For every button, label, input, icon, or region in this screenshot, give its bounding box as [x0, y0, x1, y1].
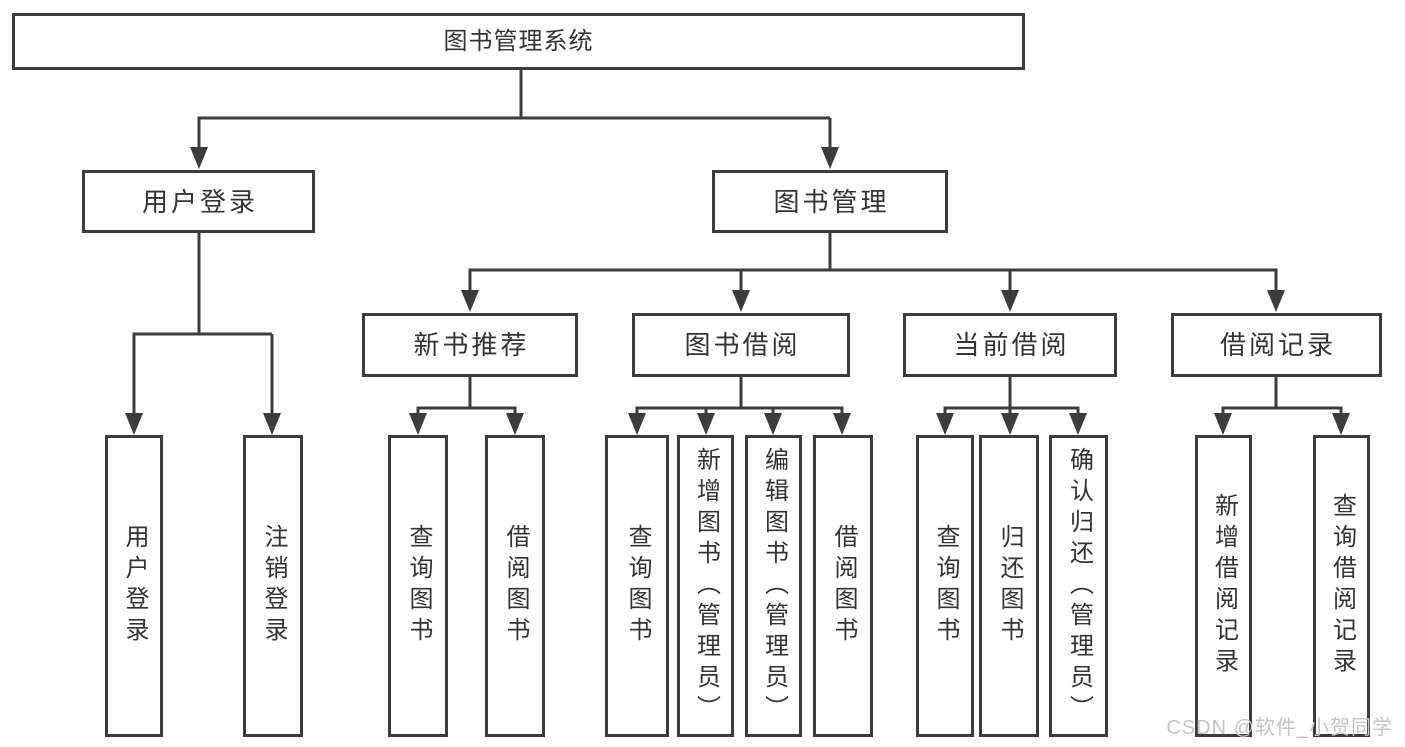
node-borrow-records-label: 借阅记录	[1219, 330, 1336, 360]
node-current-borrow-label: 当前借阅	[953, 330, 1070, 360]
leaf-query-books-borrow: 查询图书	[605, 435, 669, 737]
arrowheads	[125, 147, 1350, 435]
leaf-add-books-admin: 新增图书（管理员）	[677, 435, 734, 737]
node-book-management: 图书管理	[712, 170, 948, 233]
leaf-return-books: 归还图书	[979, 435, 1039, 737]
node-book-borrow-label: 图书借阅	[684, 330, 801, 360]
node-user-login-label: 用户登录	[141, 186, 258, 217]
node-user-login: 用户登录	[82, 170, 315, 233]
leaf-query-books-recommend: 查询图书	[388, 435, 448, 737]
leaf-logout: 注销登录	[243, 435, 303, 737]
node-system-root-label: 图书管理系统	[443, 27, 594, 55]
node-new-book-recommend: 新书推荐	[362, 313, 578, 377]
node-system-root: 图书管理系统	[12, 13, 1025, 70]
node-book-borrow: 图书借阅	[632, 313, 850, 377]
leaf-add-borrow-record: 新增借阅记录	[1195, 435, 1252, 737]
leaf-user-login: 用户登录	[105, 435, 163, 737]
node-book-management-label: 图书管理	[773, 186, 890, 217]
leaf-query-borrow-record: 查询借阅记录	[1313, 435, 1370, 737]
node-current-borrow: 当前借阅	[903, 313, 1117, 377]
leaf-confirm-return-admin: 确认归还（管理员）	[1049, 435, 1108, 737]
leaf-borrow-books: 借阅图书	[813, 435, 873, 737]
node-borrow-records: 借阅记录	[1171, 313, 1382, 377]
csdn-watermark: CSDN @软件_小贺同学	[1166, 717, 1393, 739]
leaf-borrow-books-recommend: 借阅图书	[485, 435, 545, 737]
node-new-book-recommend-label: 新书推荐	[413, 330, 530, 360]
leaf-edit-books-admin: 编辑图书（管理员）	[745, 435, 802, 737]
leaf-query-books-current: 查询图书	[916, 435, 974, 737]
